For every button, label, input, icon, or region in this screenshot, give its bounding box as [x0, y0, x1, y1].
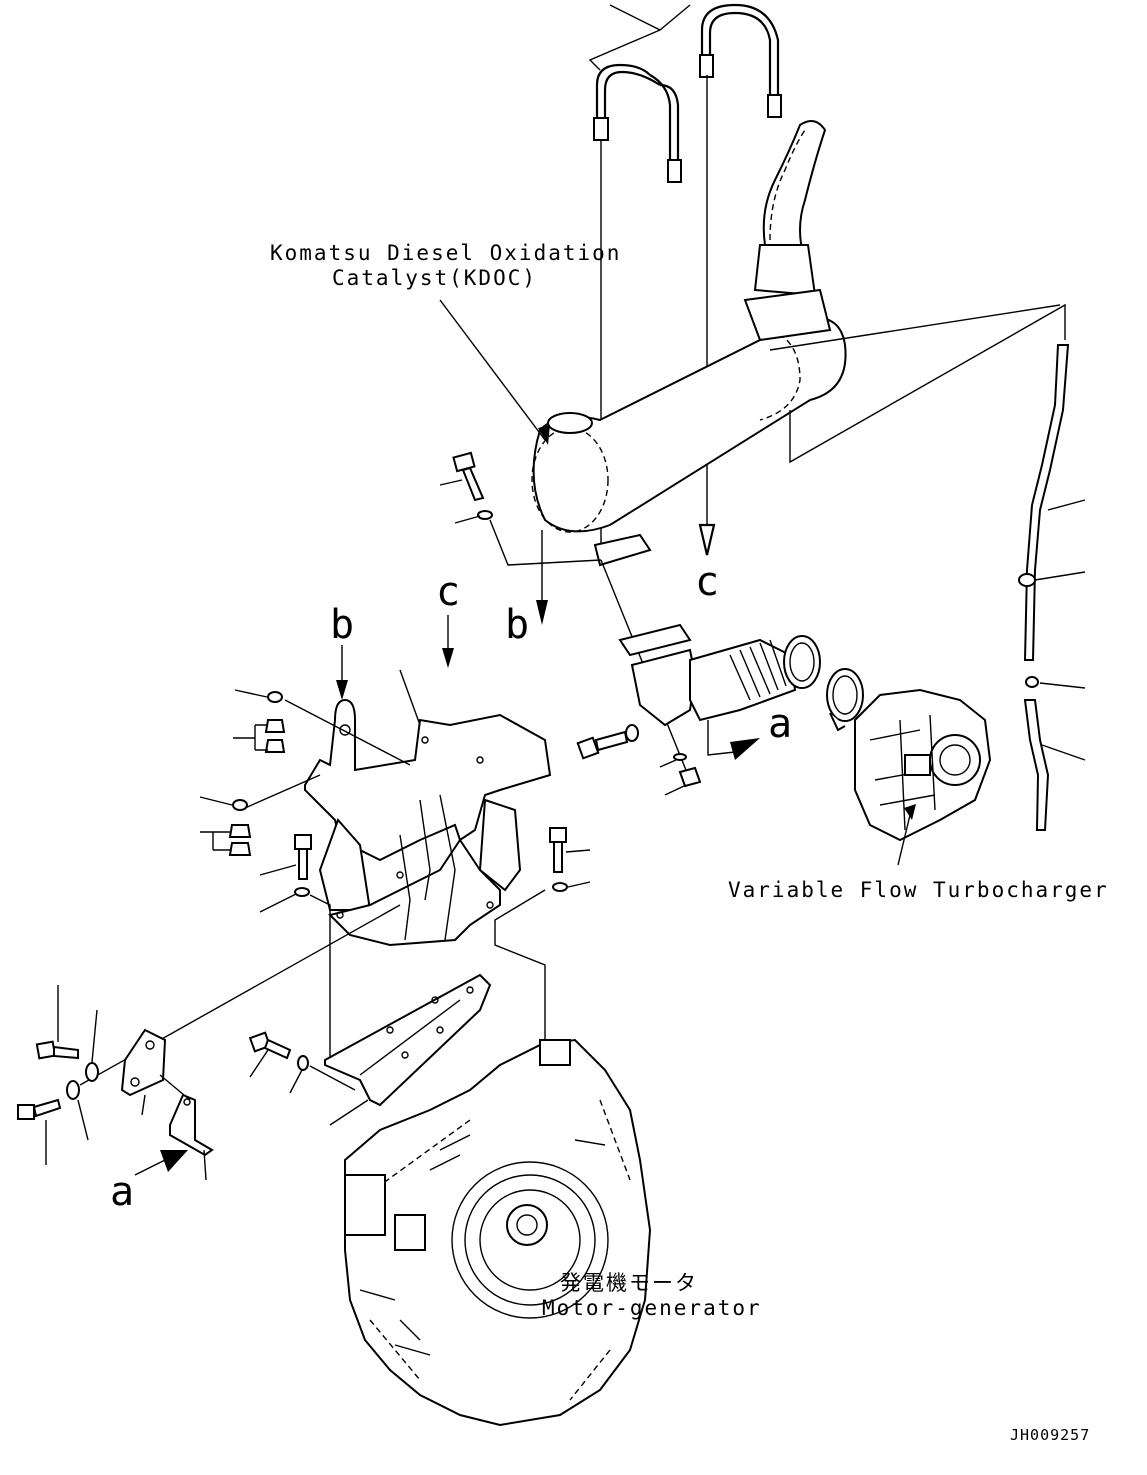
- bracket-bolt-right: [549, 827, 568, 892]
- left-washer-leader: [259, 893, 297, 913]
- left-nuts-lower: [228, 799, 252, 856]
- tube-leader-4: [1041, 744, 1086, 761]
- kdoc-leader: [439, 299, 546, 441]
- support-plate: [324, 973, 492, 1107]
- bellows-pipe: [630, 635, 821, 727]
- upper-nut-bracket: [233, 724, 268, 751]
- left-nuts-upper: [264, 691, 286, 753]
- washer-leader: [454, 515, 481, 524]
- callout-a-lower: a: [110, 1169, 134, 1215]
- u-bolt-right: [699, 3, 782, 118]
- bent-bracket-leader: [203, 1149, 207, 1181]
- arrow-c-down-icon: [698, 523, 716, 556]
- callout-b-lower: b: [505, 602, 529, 648]
- washer2-leader: [77, 1099, 89, 1141]
- callout-b-upper: b: [330, 602, 354, 648]
- small-bracket: [120, 1028, 167, 1097]
- washer1-leader: [91, 1009, 98, 1063]
- plate-washer-leader: [289, 1069, 303, 1094]
- small-bracket-leader: [141, 1094, 146, 1116]
- kdoc-bolt: [452, 451, 493, 520]
- kdoc-label-line2: Catalyst(KDOC): [332, 266, 537, 290]
- sensor-line-guide: [789, 303, 1066, 464]
- tube-leader-3: [1039, 682, 1086, 689]
- motor-generator-label-jp: 発電機モータ: [560, 1271, 698, 1295]
- upper-washer-leader: [234, 689, 268, 698]
- right-bolt-guide: [494, 889, 546, 1040]
- arrow-a-stem: [707, 720, 736, 756]
- left-bolt-guide: [309, 894, 331, 1060]
- tube-leader-2: [1034, 571, 1086, 581]
- plate-bolt-leader: [249, 1049, 269, 1078]
- sensor-line-guide-2: [769, 304, 1061, 351]
- turbo-leader-arrow-icon: [904, 804, 916, 820]
- bolt-leader: [439, 479, 463, 486]
- right-washer-leader: [567, 881, 591, 888]
- nut-leader: [659, 759, 677, 768]
- motor-generator: [344, 1038, 652, 1427]
- bellows-bolt: [576, 724, 702, 788]
- arrow-a-lower-icon: [160, 1150, 188, 1172]
- turbocharger: [854, 688, 992, 842]
- callout-c-lower: c: [695, 559, 719, 605]
- kdoc-leader-arrow-icon: [538, 425, 550, 445]
- sensor-tube-lower: [1023, 676, 1050, 831]
- callout-c-upper: c: [436, 569, 460, 615]
- upper-nut-guide: [284, 699, 411, 766]
- u-bolt-leader: [588, 4, 662, 71]
- mounting-bracket: [304, 698, 552, 947]
- left-bolt-leader: [259, 864, 297, 876]
- plate-bolt-guide: [309, 1065, 356, 1091]
- plate-bolt: [248, 1031, 309, 1071]
- kdoc-label-line1: Komatsu Diesel Oxidation: [270, 241, 621, 265]
- callout-a-upper: a: [768, 701, 792, 747]
- motor-generator-label-en: Motor-generator: [542, 1296, 762, 1320]
- lower-washer-leader: [199, 796, 233, 806]
- tube-leader-1: [1047, 499, 1086, 511]
- arrow-b-down-icon: [536, 600, 548, 625]
- lower-left-bolt-1: [35, 1040, 99, 1082]
- v-band-clamp: [826, 668, 864, 732]
- arrow-a-upper-icon: [730, 738, 760, 760]
- kdoc-catalyst: [531, 120, 847, 567]
- plate-leader: [329, 1099, 369, 1126]
- right-bolt-leader: [565, 849, 591, 853]
- drawing-code: JH009257: [1010, 1426, 1090, 1444]
- u-bolt-leader-2: [659, 4, 691, 31]
- bracket-bolt-left: [294, 834, 312, 897]
- gasket: [618, 623, 692, 657]
- lower-nut-guide: [244, 774, 321, 809]
- turbo-leader: [897, 814, 911, 866]
- u-bolt-left: [593, 63, 682, 183]
- arrow-b-bracket-icon: [336, 680, 348, 700]
- lower-left-bolt-2: [17, 1080, 80, 1120]
- bent-bracket: [169, 1093, 214, 1157]
- small-bracket-guide: [159, 1074, 191, 1101]
- nut-leader-2: [664, 785, 685, 796]
- arrow-a-lower-stem: [134, 1159, 166, 1176]
- bracket-leader: [399, 669, 421, 726]
- lower-nut-bracket: [200, 831, 230, 851]
- arrow-c-bracket-icon: [442, 648, 454, 668]
- turbocharger-label: Variable Flow Turbocharger: [728, 878, 1109, 902]
- sensor-tube-upper: [1018, 344, 1070, 661]
- kdoc-bolt-guide: [489, 519, 602, 566]
